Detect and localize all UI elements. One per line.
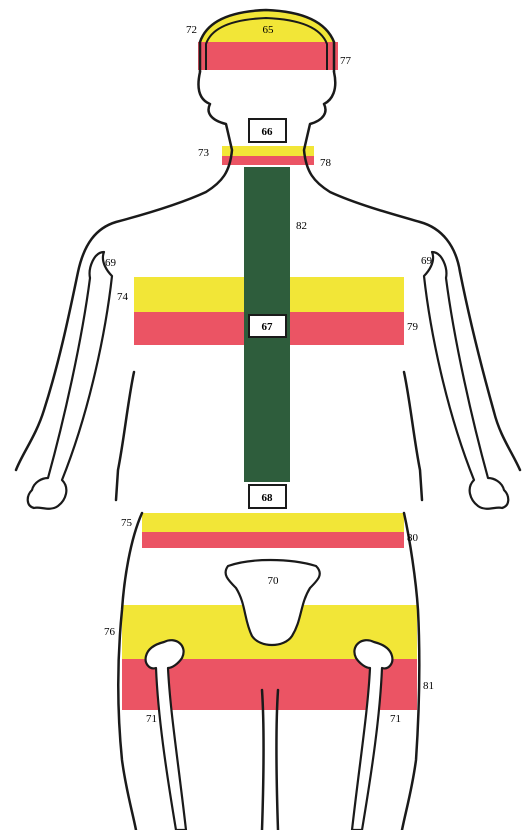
label-68: 68 bbox=[262, 492, 274, 504]
label-72: 72 bbox=[186, 24, 197, 36]
label-76: 76 bbox=[104, 626, 116, 638]
label-75: 75 bbox=[121, 517, 133, 529]
label-71-left: 71 bbox=[146, 713, 157, 725]
band-neck-red bbox=[222, 156, 314, 165]
label-71-right: 71 bbox=[390, 713, 401, 725]
label-74: 74 bbox=[117, 291, 129, 303]
label-80: 80 bbox=[407, 532, 419, 544]
label-69-right: 69 bbox=[421, 255, 433, 267]
band-waist-yellow bbox=[142, 513, 404, 532]
band-head-red bbox=[198, 42, 338, 70]
label-81: 81 bbox=[423, 680, 434, 692]
label-66: 66 bbox=[262, 126, 274, 138]
label-78: 78 bbox=[320, 157, 332, 169]
label-77: 77 bbox=[340, 55, 352, 67]
label-70: 70 bbox=[268, 575, 280, 587]
right-arm-bone bbox=[424, 252, 508, 509]
label-82: 82 bbox=[296, 220, 307, 232]
label-79: 79 bbox=[407, 321, 419, 333]
label-73: 73 bbox=[198, 147, 210, 159]
band-neck-yellow bbox=[222, 146, 314, 156]
left-arm-bone bbox=[28, 252, 112, 509]
label-67: 67 bbox=[262, 321, 274, 333]
band-waist-red bbox=[142, 532, 404, 548]
label-69-left: 69 bbox=[105, 257, 117, 269]
label-65: 65 bbox=[263, 24, 275, 36]
